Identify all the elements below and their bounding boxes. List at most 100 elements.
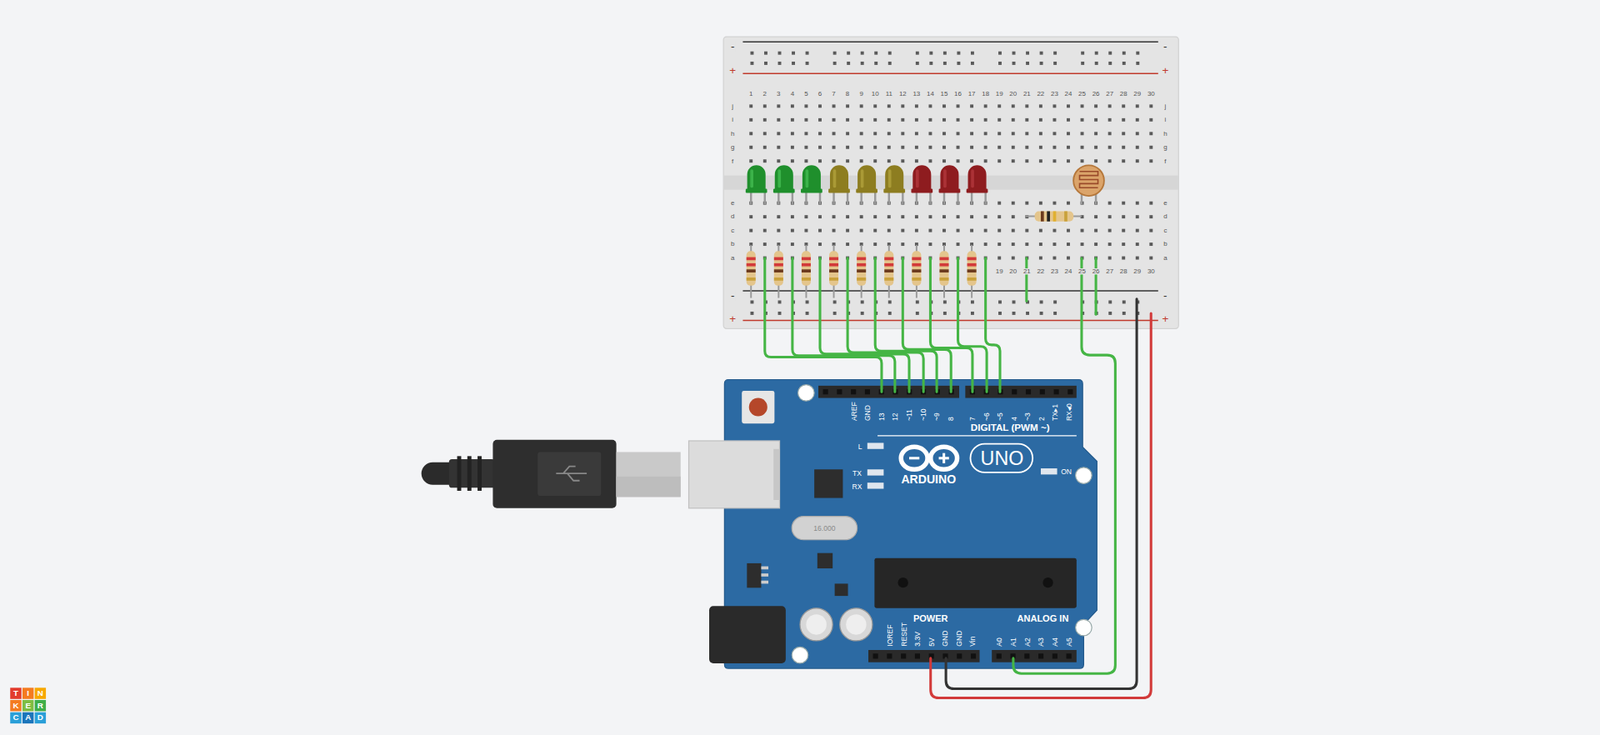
hole [873,242,877,246]
hole [749,215,753,219]
resistor-symbol [746,250,756,286]
hole [1122,311,1126,315]
header-title: DIGITAL (PWM ~) [970,422,1050,433]
hole [928,229,932,233]
hole [1052,229,1056,233]
row-letter: i [730,116,735,124]
hole [887,229,891,233]
pin-label: A1 [1009,637,1017,646]
pin [823,389,829,395]
hole [1108,311,1112,315]
led-rim [800,189,823,194]
column-number: 29 [1132,90,1142,98]
hole [915,51,920,55]
hole [1135,131,1140,135]
hole [1040,311,1044,315]
row-letter: a [730,255,736,262]
resistor-band [967,269,977,273]
resistor-band [939,257,949,261]
column-number: 3 [775,90,782,98]
hole [1135,229,1140,233]
pin [996,653,1002,659]
column-number: 10 [870,90,880,98]
hole [887,215,891,219]
hole [1149,256,1153,260]
rail-sign: - [730,289,736,300]
hole [1149,104,1153,108]
hole [790,131,795,135]
resistor-band [967,257,977,261]
led-label: TX [852,469,862,477]
led-highlight [750,169,754,188]
hole [970,145,974,150]
pin-label: 2 [1038,416,1046,421]
hole [915,131,919,135]
hole [984,229,988,233]
hole [833,51,837,55]
rail-sign: + [728,65,737,76]
hole [1094,145,1098,150]
pin-label: A2 [1023,637,1031,646]
row-letter: i [1163,116,1167,124]
hole [928,215,932,219]
hole [763,242,767,246]
resistor-band [911,269,921,273]
hole [1135,104,1140,108]
logo-letter: A [25,714,31,723]
hole [915,61,920,65]
hole [1080,118,1085,122]
wire [875,258,937,392]
hole [1080,131,1085,135]
hole [832,131,836,135]
pin [836,389,842,395]
hole [1025,145,1029,150]
hole [997,145,1001,150]
hole [956,145,960,150]
hole [749,145,753,150]
resistor-band [746,263,756,267]
pin [865,389,870,395]
wire [792,258,895,392]
hole [1094,229,1098,233]
row-letter: j [1163,102,1167,110]
hole [1135,201,1140,205]
column-number: 24 [1063,90,1073,98]
hole [1121,201,1125,205]
hole [887,145,891,150]
hole [1025,311,1030,315]
pin [1040,389,1045,395]
hole [998,311,1002,315]
resistor-band [746,277,756,281]
hole [818,242,822,246]
hole [928,159,932,163]
row-letter: h [1162,130,1169,137]
rail-sign: - [730,40,736,51]
hole [984,215,988,219]
column-number: 5 [803,90,810,98]
pin-label: ~9 [933,412,941,421]
logo-letter: I [26,689,30,698]
hole [956,229,960,233]
hole [860,300,865,304]
hole [818,131,822,135]
row-letter: e [1162,200,1169,207]
hole [928,104,932,108]
column-number: 12 [898,90,908,98]
hole [1121,145,1125,150]
hole [860,131,864,135]
hole [833,61,837,65]
hole [888,51,892,55]
hole [900,131,905,135]
pin [1054,389,1060,395]
pin-label: ~11 [905,409,914,421]
hole [776,104,780,108]
hole [915,311,920,315]
hole [1121,159,1125,163]
led-highlight [888,169,892,188]
hole [763,118,767,122]
hole [1066,131,1070,135]
hole [942,215,946,219]
hole [1053,51,1057,55]
hole [1080,51,1085,55]
hole [1149,159,1153,163]
